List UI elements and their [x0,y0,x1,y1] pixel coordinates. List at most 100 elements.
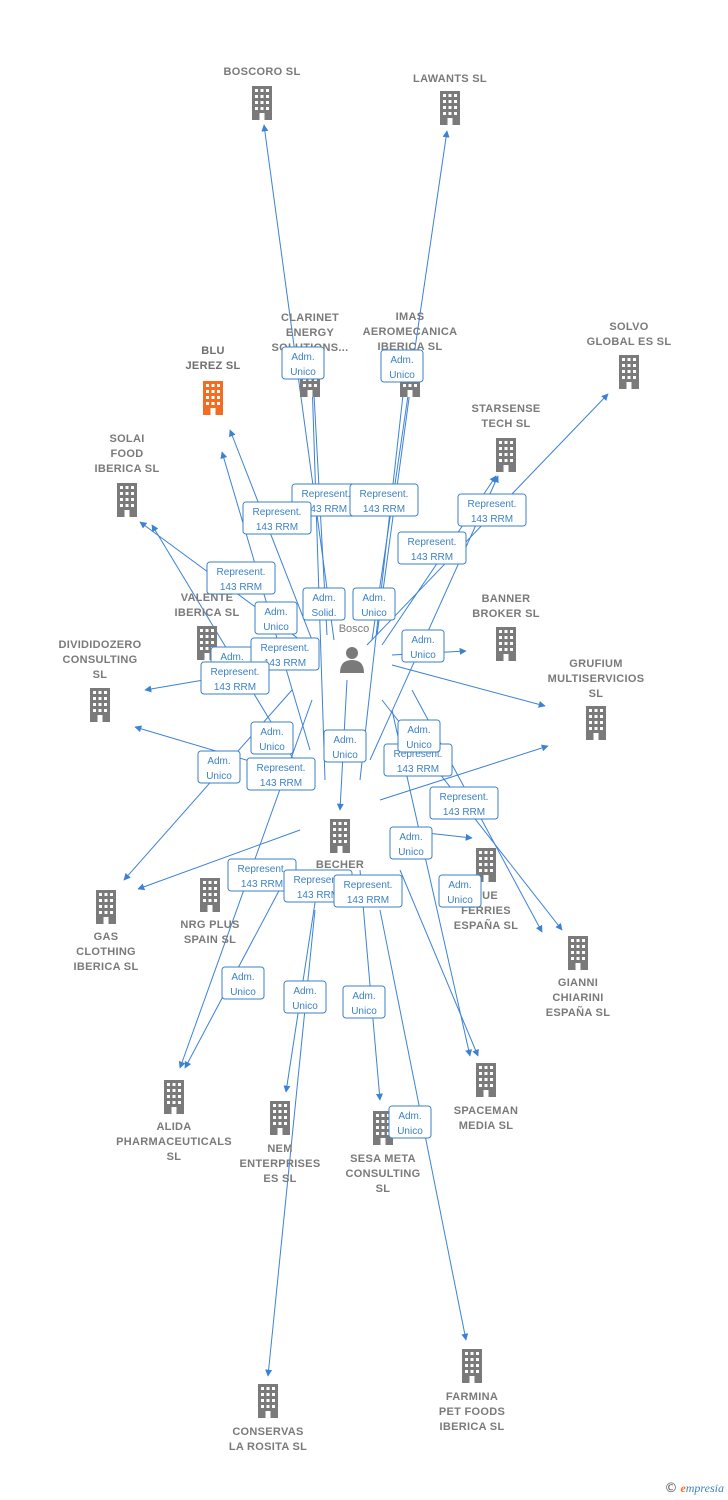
relation-box [206,561,276,595]
relation-label[interactable]: Represent.143 RRM [242,501,312,535]
relation-label[interactable]: Represent.143 RRM [349,483,419,517]
company-label: STARSENSE [471,403,540,415]
company-label: CONSULTING [63,654,138,666]
relation-label[interactable]: Represent.143 RRM [246,757,316,791]
relation-label[interactable]: Represent.143 RRM [457,493,527,527]
relation-label[interactable]: Adm. Unico [281,346,325,380]
relation-label[interactable]: Adm.Unico [388,1105,432,1139]
relation-edge [359,869,383,1101]
relation-text: Adm. [291,352,314,363]
relation-label[interactable]: Adm.Unico [401,629,445,663]
person-icon-body [340,660,364,673]
relation-label[interactable]: Adm.Unico [389,826,433,860]
relation-label[interactable]: Adm.Unico [397,719,441,753]
company-label: GRUFIUM [569,658,622,670]
relation-label[interactable]: Adm.Unico [283,980,327,1014]
copyright-symbol: © [664,1481,678,1496]
relation-label[interactable]: Adm.Unico [197,750,241,784]
relation-label[interactable]: Adm.Unico [352,587,396,621]
relation-edge [391,664,546,708]
relation-text: Unico [406,740,432,751]
relation-box [401,629,445,663]
building-icon [568,936,588,970]
relation-text: 143 RRM [363,504,405,515]
building-icon [258,1384,278,1418]
company-label: VALENTE [181,592,234,604]
company-label: BLU [201,345,225,357]
relation-text: 143 RRM [305,504,347,515]
company-label: BECHER [316,859,364,871]
relation-box [200,661,270,695]
relation-label[interactable]: Represent.143 RRM [429,786,499,820]
company-node-boscoro[interactable]: BOSCORO SL [224,66,301,120]
relation-label[interactable]: Adm.Unico [342,985,386,1019]
person-node[interactable]: Bosco [339,623,370,673]
relation-edge [308,379,326,781]
relation-label[interactable]: Adm.Unico [323,729,367,763]
company-label: PET FOODS [439,1406,505,1418]
relation-text: Unico [397,1126,423,1137]
relation-edge [137,829,301,891]
relation-box [323,729,367,763]
relation-text: Unico [332,750,358,761]
relation-label[interactable]: Adm.Solid. [302,587,346,621]
relation-box [349,483,419,517]
company-node-lawants[interactable]: LAWANTS SL [413,73,487,125]
relation-text: Adm. [411,635,434,646]
relation-label[interactable]: Adm.Unico [221,966,265,1000]
company-node-becher[interactable]: BECHER [316,819,364,871]
building-icon [496,627,516,661]
relation-text: Unico [292,1001,318,1012]
company-label: BOSCORO SL [224,66,301,78]
relation-text: Unico [263,622,289,633]
relation-text: Represent. [261,643,310,654]
relation-text: Represent. [344,880,393,891]
relation-label[interactable]: Adm.Unico [380,349,424,383]
relation-text: Unico [290,367,316,378]
relation-label[interactable]: Represent.143 RRM [227,858,297,892]
company-label: CLARINET [281,312,339,324]
relation-label[interactable]: Adm.Unico [250,721,294,755]
company-label: BANNER [482,593,531,605]
relation-label[interactable]: Represent.143 RRM [206,561,276,595]
building-icon [117,483,137,517]
company-label: SESA META [350,1153,416,1165]
relation-label[interactable]: Adm.Unico [254,601,298,635]
relation-label[interactable]: Represent.143 RRM [200,661,270,695]
company-label: TECH SL [481,418,530,430]
relation-text: Represent. [211,667,260,678]
relation-box [397,531,467,565]
relation-label[interactable]: Adm.Unico [438,874,482,908]
company-label: ALIDA [156,1121,191,1133]
relation-edge [229,429,313,641]
relation-box [333,874,403,908]
company-label: ENTERPRISES [240,1158,321,1170]
relation-text: Adm. [220,652,243,663]
person-label: Bosco [339,623,370,635]
company-label: FOOD [111,448,144,460]
company-node-starsense[interactable]: STARSENSE TECH SL [471,403,540,472]
relation-label[interactable]: Represent.143 RRM [333,874,403,908]
relation-text: 143 RRM [241,879,283,890]
relation-box [254,601,298,635]
brand-footer[interactable]: © empresia [664,1481,724,1496]
relation-label[interactable]: Represent.143 RRM [397,531,467,565]
relation-text: 143 RRM [411,552,453,563]
